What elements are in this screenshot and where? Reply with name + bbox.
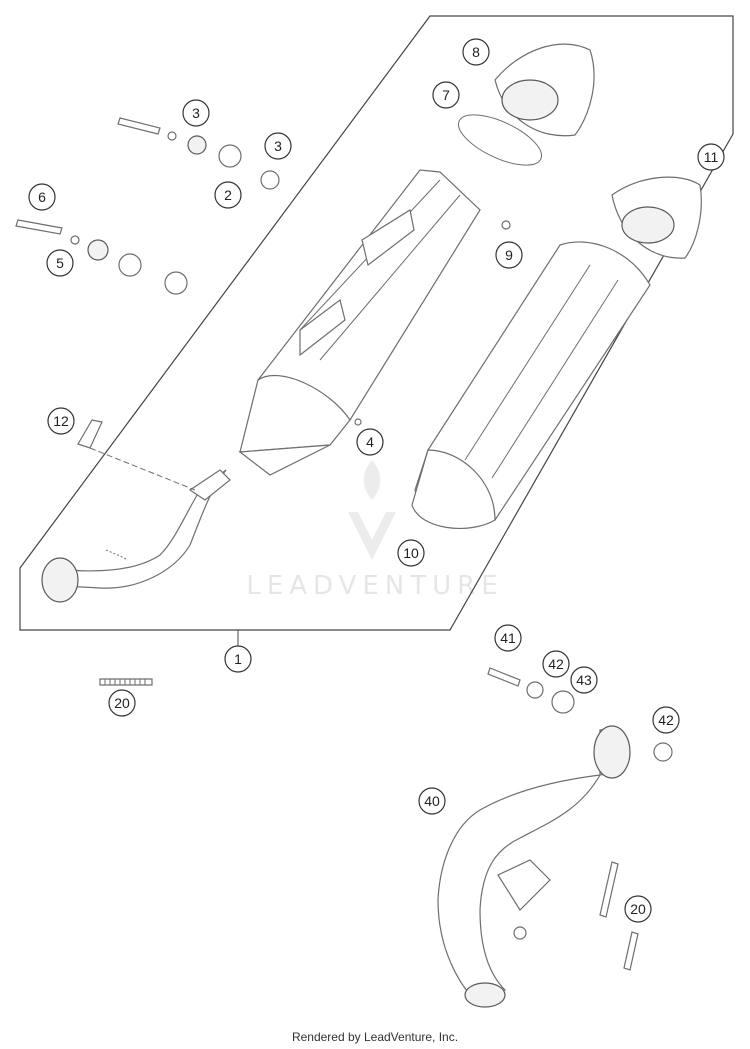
callout-label: 43: [576, 672, 592, 688]
callout-11: 11: [697, 143, 725, 171]
callout-label: 40: [424, 793, 440, 809]
callout-3: 3: [182, 99, 210, 127]
callout-41: 41: [494, 624, 522, 652]
callout-label: 6: [38, 189, 46, 205]
callout-5: 5: [46, 249, 74, 277]
footer-credit: Rendered by LeadVenture, Inc.: [291, 1030, 459, 1044]
callout-43: 43: [570, 666, 598, 694]
callout-2: 2: [214, 181, 242, 209]
callout-label: 10: [403, 545, 419, 561]
spring-part-20: [99, 678, 639, 971]
callout-label: 20: [630, 901, 646, 917]
callout-label: 4: [366, 434, 374, 450]
callout-label: 5: [56, 255, 64, 271]
callout-label: 7: [442, 87, 450, 103]
callout-20: 20: [624, 895, 652, 923]
callout-label: 3: [192, 105, 200, 121]
callout-6: 6: [28, 183, 56, 211]
callout-label: 20: [114, 695, 130, 711]
callout-42: 42: [542, 650, 570, 678]
callout-42: 42: [652, 706, 680, 734]
callout-12: 12: [47, 407, 75, 435]
mounting-hardware: [15, 117, 511, 426]
callout-1: 1: [224, 645, 252, 673]
callout-40: 40: [418, 787, 446, 815]
callout-label: 42: [658, 712, 674, 728]
callout-label: 8: [472, 44, 480, 60]
callout-8: 8: [462, 38, 490, 66]
callout-label: 41: [500, 630, 516, 646]
callout-label: 3: [274, 138, 282, 154]
end-cap-part-11: [611, 176, 702, 259]
callout-label: 12: [53, 413, 69, 429]
callout-label: 9: [505, 247, 513, 263]
end-cap-part-8: [494, 43, 595, 137]
header-pipe-part-40: [437, 725, 631, 1008]
callout-7: 7: [432, 81, 460, 109]
callout-3: 3: [264, 132, 292, 160]
watermark-logo: LEADVENTURE: [246, 460, 503, 601]
watermark-text: LEADVENTURE: [246, 571, 503, 601]
callout-9: 9: [495, 241, 523, 269]
callout-label: 11: [704, 149, 719, 165]
muffler-assembly: [41, 169, 481, 603]
gasket-part-7: [458, 114, 542, 166]
callout-label: 2: [224, 187, 232, 203]
callout-4: 4: [356, 428, 384, 456]
callout-label: 42: [548, 656, 564, 672]
callout-label: 1: [234, 651, 242, 667]
callout-20: 20: [108, 689, 136, 717]
header-hardware: [487, 667, 673, 762]
assembly-outline: [19, 15, 734, 631]
callout-10: 10: [397, 539, 425, 567]
bracket-part-12: [77, 419, 196, 491]
sleeve-part-10: [411, 241, 651, 530]
